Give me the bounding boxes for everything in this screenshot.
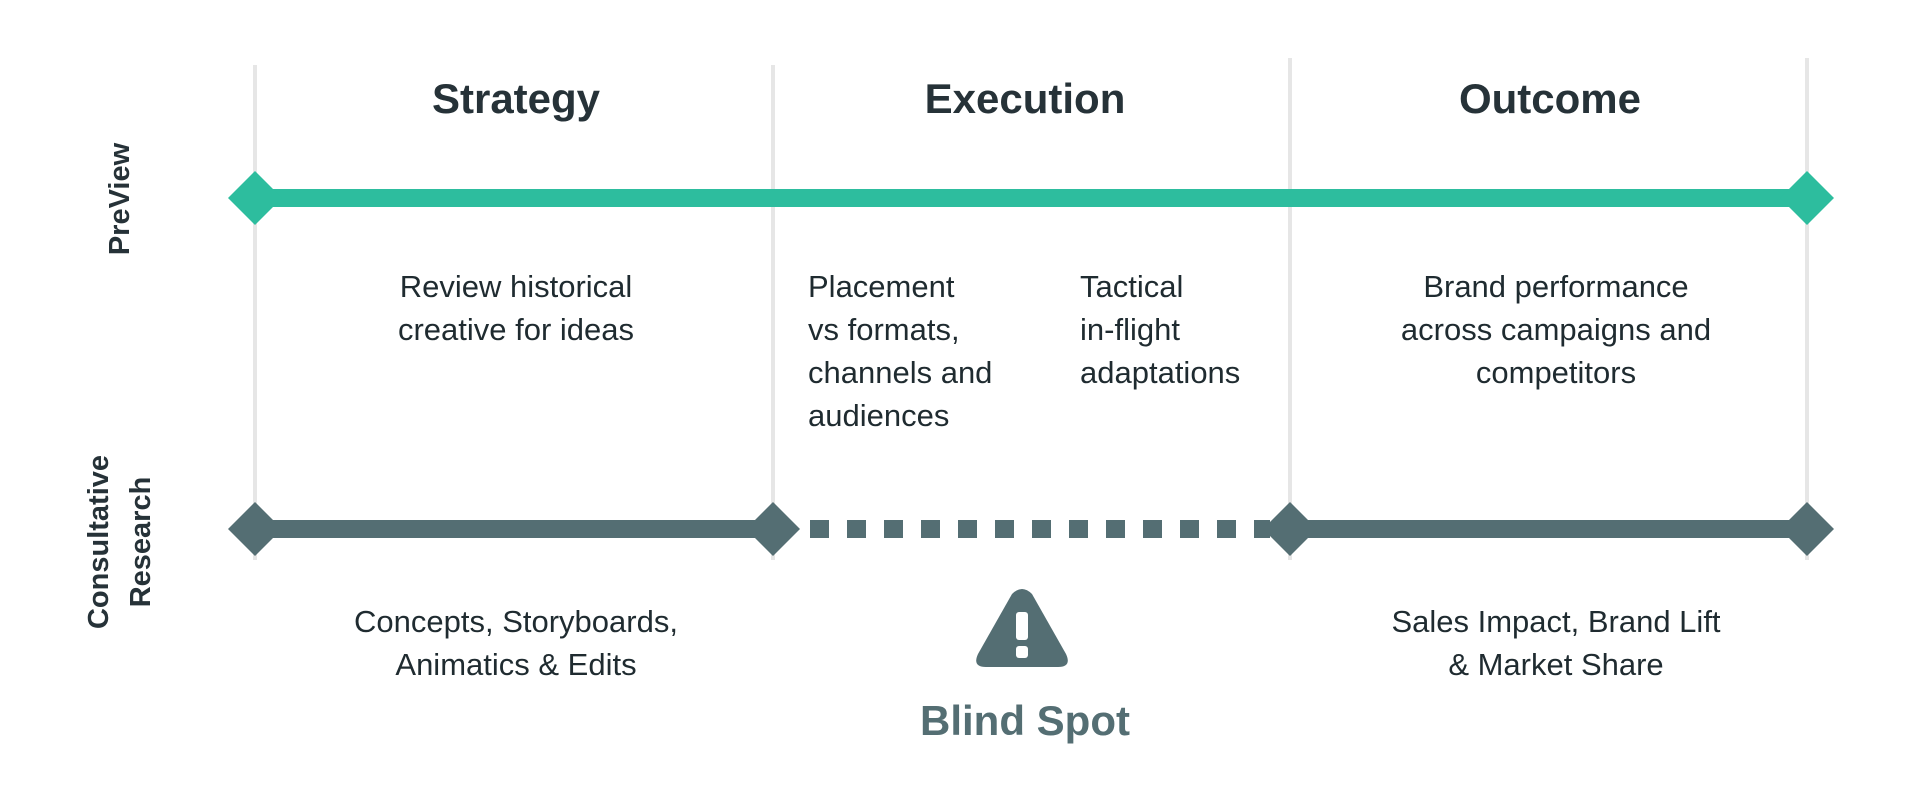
column-title-outcome: Outcome xyxy=(1458,75,1642,122)
research-item-outcome: Sales Impact, Brand Lift & Market Share xyxy=(1391,604,1721,682)
preview-item-outcome: Brand performance across campaigns and c… xyxy=(1400,269,1712,390)
research-diamond xyxy=(746,502,800,556)
preview-diamond-end xyxy=(1780,171,1834,225)
blind-spot-label: Blind Spot xyxy=(920,697,1130,744)
preview-item-placement: Placement vs formats, channels and audie… xyxy=(808,269,993,433)
research-item-strategy: Concepts, Storyboards, Animatics & Edits xyxy=(354,604,678,682)
research-diamond xyxy=(228,502,282,556)
preview-diamond-start xyxy=(228,171,282,225)
research-diamond xyxy=(1263,502,1317,556)
column-title-strategy: Strategy xyxy=(431,75,601,122)
research-diamond xyxy=(1780,502,1834,556)
row-label-preview: PreView xyxy=(104,142,136,256)
preview-item-tactical: Tactical in-flight adaptations xyxy=(1080,269,1241,390)
column-title-execution: Execution xyxy=(924,75,1126,122)
warning-triangle-icon xyxy=(976,589,1068,667)
row-label-consultative-research: Consultative Research xyxy=(83,454,157,630)
preview-item-strategy: Review historical creative for ideas xyxy=(397,269,635,347)
